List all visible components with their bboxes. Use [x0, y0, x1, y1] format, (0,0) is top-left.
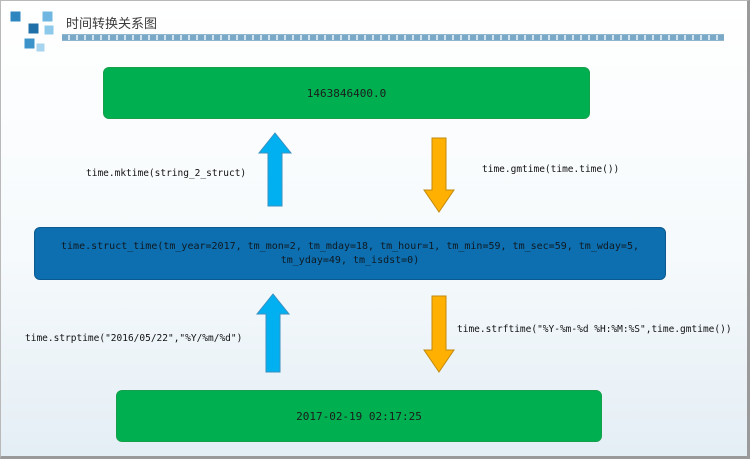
down-arrow-icon — [423, 295, 455, 373]
up-arrow-icon — [257, 132, 293, 207]
strftime-label: time.strftime("%Y-%m-%d %H:%M:%S",time.g… — [457, 324, 732, 335]
logo-squares-icon — [9, 10, 55, 53]
up-arrow-icon — [255, 293, 291, 373]
mktime-label: time.mktime(string_2_struct) — [86, 168, 247, 179]
timestamp-node: 1463846400.0 — [103, 67, 590, 119]
down-arrow-icon — [423, 137, 455, 213]
strptime-label: time.strptime("2016/05/22","%Y/%m/%d") — [25, 333, 243, 344]
formatted-string-value: 2017-02-19 02:17:25 — [296, 409, 422, 423]
struct-time-node: time.struct_time(tm_year=2017, tm_mon=2,… — [34, 227, 666, 280]
page-title: 时间转换关系图 — [66, 17, 158, 32]
formatted-string-node: 2017-02-19 02:17:25 — [116, 390, 602, 442]
title-divider — [62, 34, 724, 41]
gmtime-label: time.gmtime(time.time()) — [482, 164, 620, 175]
timestamp-value: 1463846400.0 — [306, 86, 387, 100]
struct-time-value: time.struct_time(tm_year=2017, tm_mon=2,… — [61, 240, 639, 266]
